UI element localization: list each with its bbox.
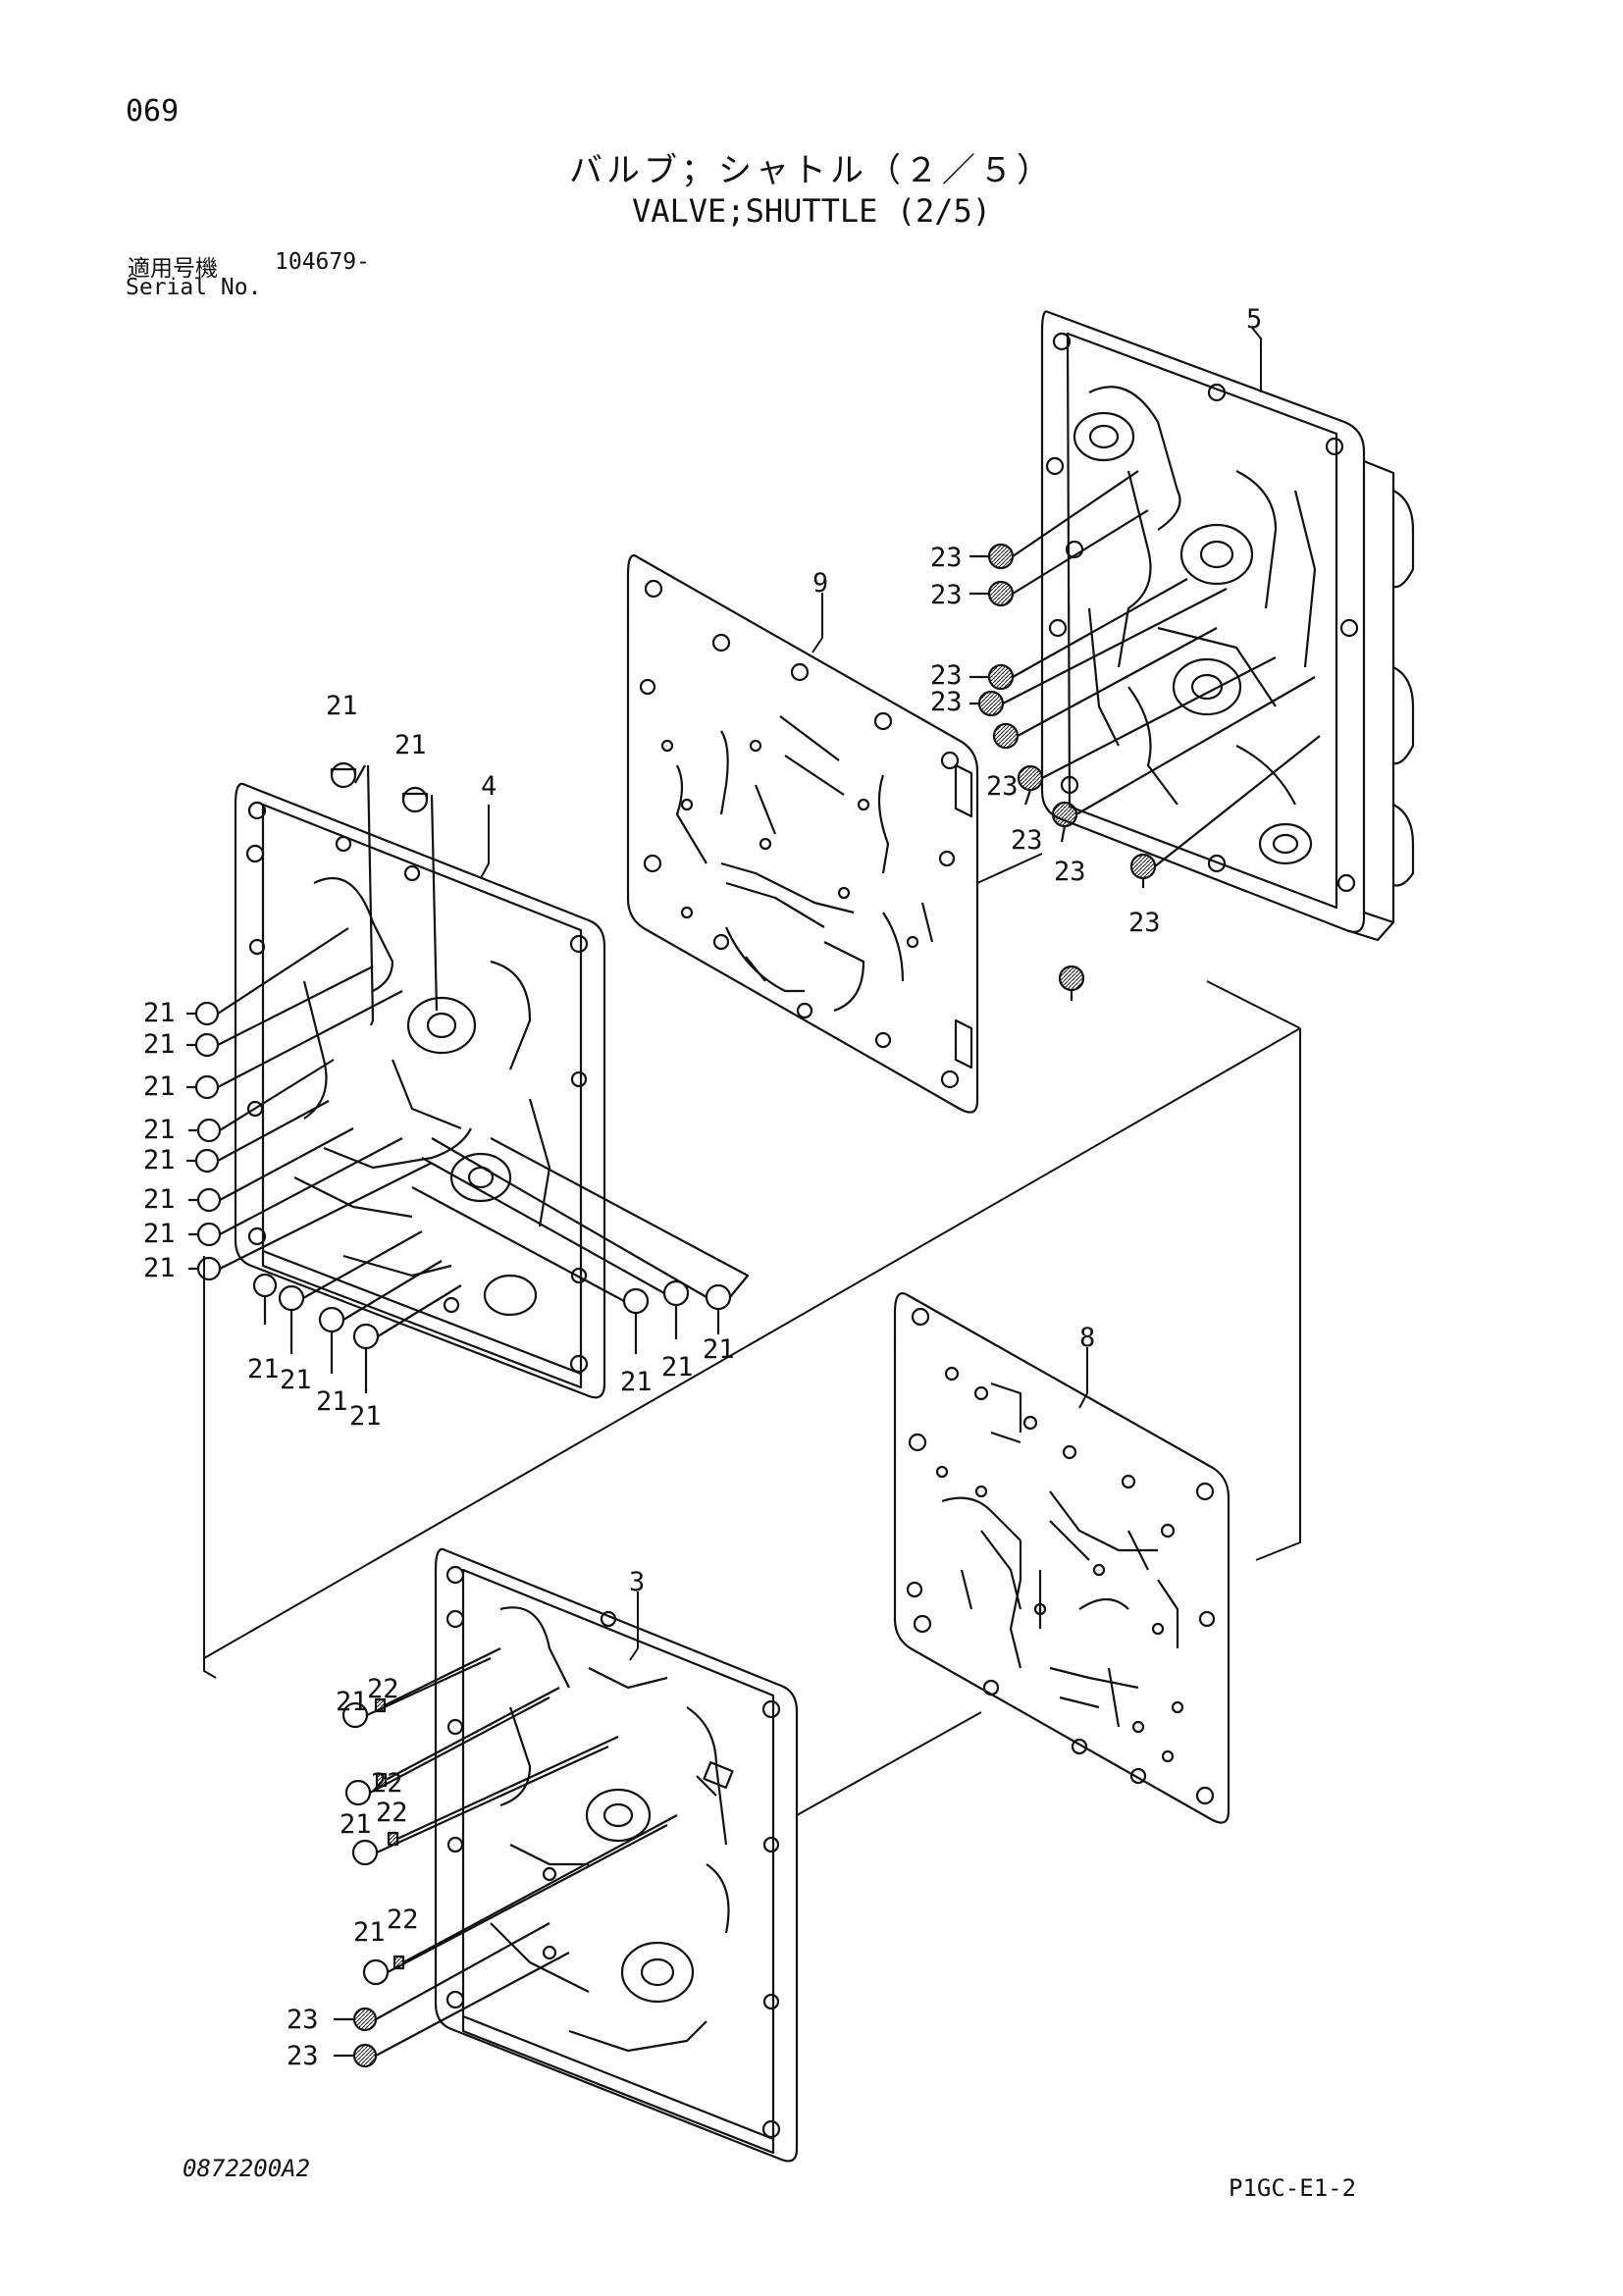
callout-21: 21 xyxy=(143,1219,176,1249)
callout-23: 23 xyxy=(986,771,1019,802)
valve-body-5 xyxy=(1040,310,1415,942)
callout-21: 21 xyxy=(143,1145,176,1175)
callout-21: 21 xyxy=(661,1352,694,1383)
callout-21: 21 xyxy=(280,1365,312,1395)
callout-21: 21 xyxy=(143,998,176,1028)
serial-number-value: 104679- xyxy=(275,249,370,275)
callout-23: 23 xyxy=(930,580,963,610)
callout-21: 21 xyxy=(336,1687,368,1717)
callout-21: 21 xyxy=(143,1253,176,1283)
callout-22: 22 xyxy=(376,1798,408,1828)
plate-8 xyxy=(893,1292,1230,1824)
callout-23: 23 xyxy=(930,543,963,573)
callout-22: 22 xyxy=(371,1768,403,1799)
callout-part-9: 9 xyxy=(812,568,828,599)
callout-21: 21 xyxy=(316,1386,348,1417)
valve-body-4 xyxy=(234,782,606,1399)
plugs-21-bottom xyxy=(252,1137,750,1393)
callout-21: 21 xyxy=(247,1354,280,1384)
callout-23: 23 xyxy=(287,2041,319,2071)
callout-part-5: 5 xyxy=(1246,304,1262,335)
filters-23-part3 xyxy=(334,1922,570,2068)
plate-9 xyxy=(626,554,979,1114)
serial-label-japanese: 適用号機 xyxy=(128,256,218,282)
callout-part-8: 8 xyxy=(1079,1323,1095,1353)
callout-21: 21 xyxy=(143,1029,176,1060)
callout-21: 21 xyxy=(340,1809,372,1840)
callout-21: 21 xyxy=(703,1334,735,1365)
page-code: P1GC-E1-2 xyxy=(1229,2174,1357,2202)
assembly-reference-lines xyxy=(203,853,1301,1816)
callout-part-4: 4 xyxy=(481,771,497,802)
page-number: 069 xyxy=(126,94,180,129)
plugs-21-left-column xyxy=(186,927,433,1281)
callout-21: 21 xyxy=(143,1184,176,1215)
callout-21: 21 xyxy=(349,1401,382,1432)
callout-23: 23 xyxy=(1128,908,1161,938)
callout-21: 21 xyxy=(620,1367,653,1397)
callout-23: 23 xyxy=(930,687,963,717)
callout-part-3: 3 xyxy=(629,1567,645,1597)
callout-22: 22 xyxy=(387,1905,419,1935)
callout-21: 21 xyxy=(326,691,358,721)
title-japanese: バルブ；シャトル（２／５） xyxy=(569,151,1054,190)
callout-21: 21 xyxy=(394,730,427,760)
plugs-21-top xyxy=(330,761,439,1026)
serial-label-english: Serial No. xyxy=(126,275,262,300)
callout-21: 21 xyxy=(143,1071,176,1102)
filters-23-part5 xyxy=(969,470,1321,1001)
title-english: VALVE;SHUTTLE (2/5) xyxy=(631,192,992,230)
callout-21: 21 xyxy=(143,1115,176,1145)
plugs-21-22-part3 xyxy=(341,1647,678,1986)
callout-23: 23 xyxy=(287,2005,319,2035)
drawing-code: 0872200A2 xyxy=(183,2155,311,2182)
callout-23: 23 xyxy=(1011,825,1043,856)
callout-23: 23 xyxy=(1054,857,1086,887)
callout-23: 23 xyxy=(930,660,963,691)
callout-22: 22 xyxy=(367,1674,399,1704)
callout-21: 21 xyxy=(353,1917,386,1948)
valve-body-3 xyxy=(434,1547,799,2163)
